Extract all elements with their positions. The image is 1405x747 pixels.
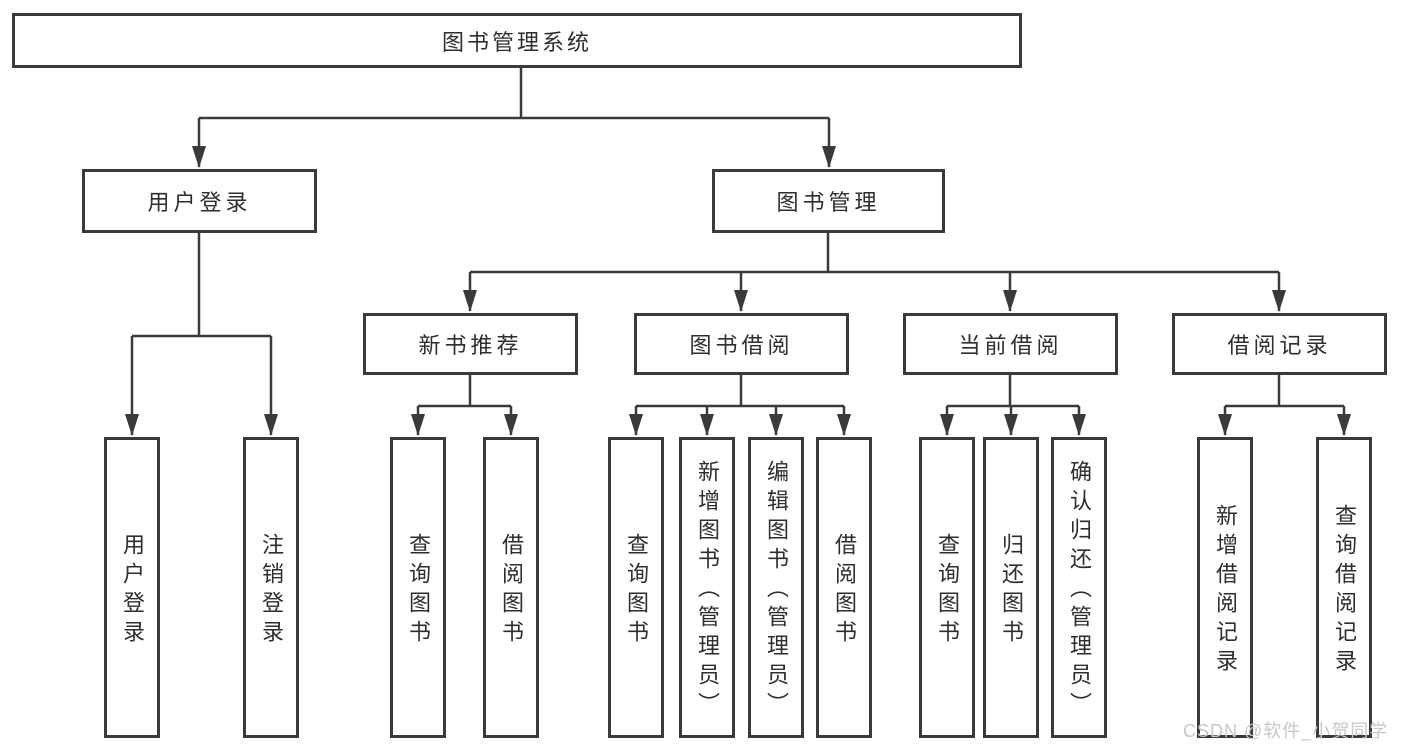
- node-book-borrowing: 图书借阅: [634, 313, 849, 375]
- node-borrowing-records: 借阅记录: [1172, 313, 1387, 375]
- csdn-watermark: CSDN @软件_小贺同学: [1183, 721, 1389, 741]
- node-user-login: 用户登录: [82, 169, 317, 233]
- node-user-login-leaf: 用户登录: [104, 437, 160, 738]
- node-search-books-current: 查询图书: [919, 437, 975, 738]
- node-book-management: 图书管理: [712, 169, 945, 233]
- node-search-books-borrowing: 查询图书: [608, 437, 664, 738]
- node-add-books-admin: 新增图书（管理员）: [679, 437, 735, 738]
- node-logout-leaf: 注销登录: [243, 437, 299, 738]
- node-current-borrowing: 当前借阅: [903, 313, 1118, 375]
- node-edit-books-admin: 编辑图书（管理员）: [748, 437, 804, 738]
- node-search-books-recommend: 查询图书: [390, 437, 446, 738]
- node-add-borrow-record: 新增借阅记录: [1197, 437, 1253, 738]
- node-new-book-recommendation: 新书推荐: [363, 313, 578, 375]
- node-search-borrow-record: 查询借阅记录: [1316, 437, 1372, 738]
- node-library-management-system: 图书管理系统: [12, 13, 1022, 68]
- node-confirm-return-admin: 确认归还（管理员）: [1051, 437, 1107, 738]
- node-borrow-books-borrowing: 借阅图书: [816, 437, 872, 738]
- node-borrow-books-recommend: 借阅图书: [483, 437, 539, 738]
- node-return-books: 归还图书: [983, 437, 1039, 738]
